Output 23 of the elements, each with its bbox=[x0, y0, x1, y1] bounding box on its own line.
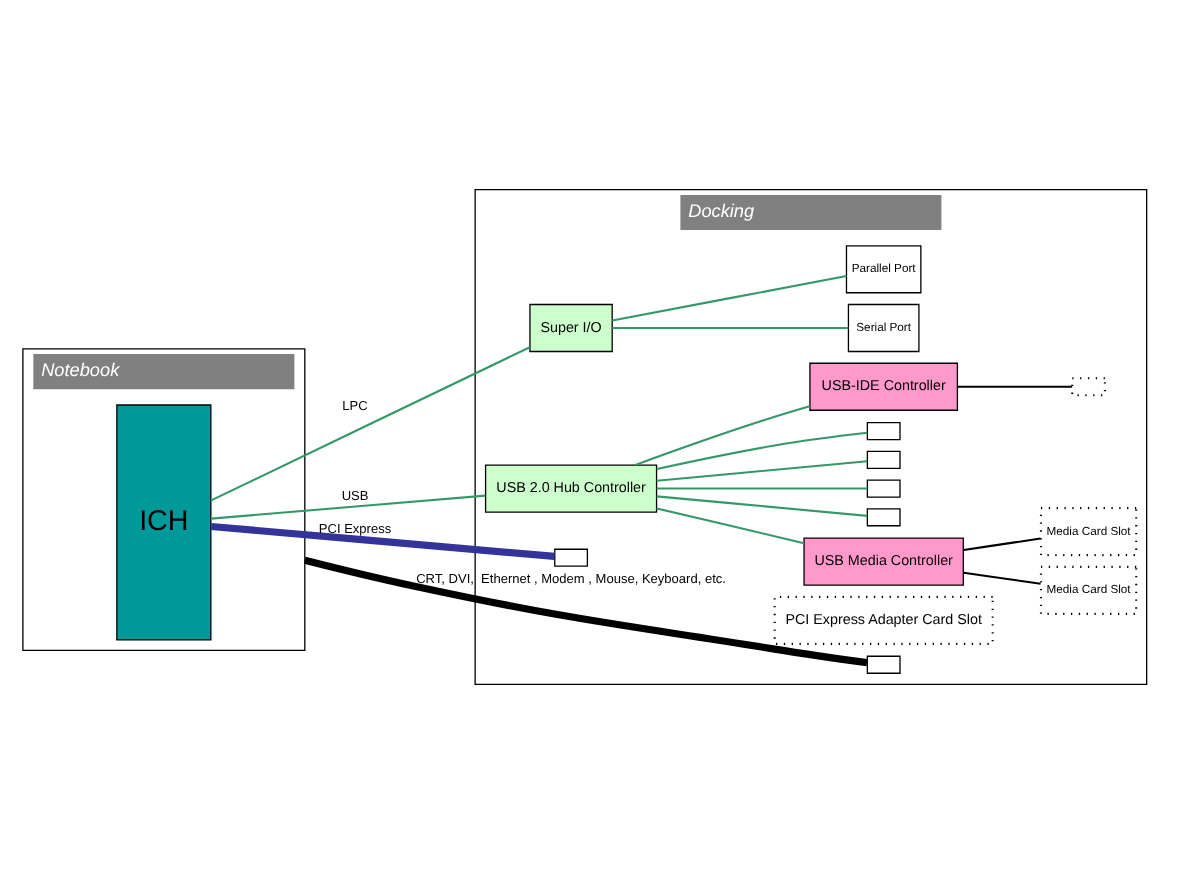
connector bbox=[656, 460, 868, 482]
connector bbox=[957, 385, 1073, 388]
connector bbox=[656, 507, 805, 545]
node-box bbox=[866, 508, 901, 527]
connector bbox=[612, 275, 847, 322]
connector bbox=[612, 326, 849, 330]
node-box bbox=[866, 479, 901, 498]
node-box bbox=[866, 655, 901, 674]
connector bbox=[634, 405, 811, 466]
node-box bbox=[866, 422, 901, 441]
connector bbox=[963, 537, 1041, 551]
connector bbox=[656, 431, 868, 471]
connector bbox=[963, 571, 1041, 585]
connector bbox=[656, 487, 868, 490]
node-box bbox=[554, 548, 589, 567]
node-box bbox=[1071, 377, 1106, 397]
connector bbox=[303, 556, 868, 667]
node-box: ICH bbox=[116, 404, 212, 641]
connector bbox=[210, 346, 531, 502]
connector bbox=[210, 522, 555, 560]
connector bbox=[211, 494, 486, 520]
node-box bbox=[866, 450, 901, 469]
connector bbox=[656, 495, 868, 517]
